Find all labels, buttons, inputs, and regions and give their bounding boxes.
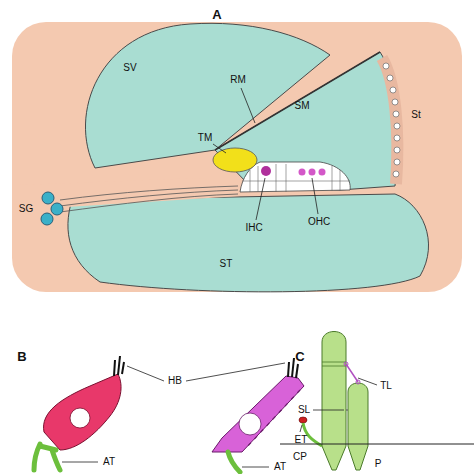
part-label: HB bbox=[168, 376, 182, 386]
panel-letter: B bbox=[17, 350, 26, 363]
leader-lines bbox=[213, 88, 318, 220]
part-label: P bbox=[375, 459, 382, 469]
reissner-membrane bbox=[215, 52, 380, 150]
part-label: CP bbox=[293, 452, 307, 462]
region-label: SM bbox=[295, 101, 310, 111]
stria-vascularis bbox=[382, 58, 400, 184]
panel-letter: C bbox=[295, 350, 304, 363]
inner-hair-cell bbox=[261, 166, 271, 176]
organ-of-corti bbox=[213, 148, 350, 192]
part-label: OHC bbox=[308, 217, 330, 227]
cuticular-plate bbox=[280, 444, 474, 445]
tectorial-membrane bbox=[213, 148, 257, 172]
region-label: SV bbox=[123, 63, 136, 73]
spiral-ganglion bbox=[41, 192, 63, 225]
leader-lines-c bbox=[313, 378, 377, 410]
stereocilia bbox=[280, 332, 474, 471]
part-label: St bbox=[411, 110, 420, 120]
part-label: TM bbox=[198, 133, 212, 143]
nerve-fibers bbox=[60, 186, 238, 212]
panel-letter: A bbox=[212, 8, 221, 21]
part-label: IHC bbox=[245, 223, 262, 233]
scala-tympani bbox=[68, 194, 429, 292]
region-label: ST bbox=[220, 259, 233, 269]
inner-hair-cell-drawing bbox=[34, 356, 124, 470]
part-label: AT bbox=[274, 462, 286, 472]
part-label: AT bbox=[103, 457, 115, 467]
part-label: SL bbox=[298, 405, 310, 415]
outer-hair-cell-drawing bbox=[212, 358, 322, 472]
part-label: RM bbox=[230, 75, 246, 85]
leader-lines-b bbox=[62, 363, 302, 467]
outer-hair-cells bbox=[299, 169, 326, 176]
part-label: SG bbox=[19, 204, 33, 214]
part-label: TL bbox=[380, 381, 392, 391]
bone bbox=[12, 22, 462, 292]
part-label: ET bbox=[295, 435, 308, 445]
